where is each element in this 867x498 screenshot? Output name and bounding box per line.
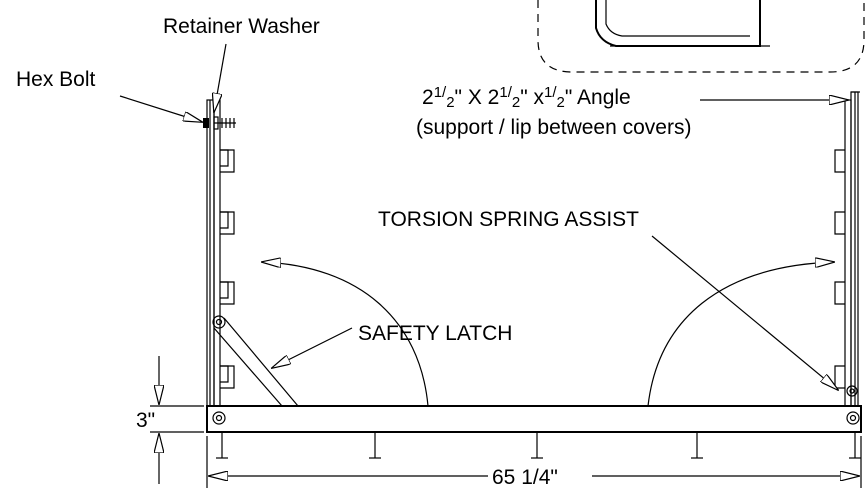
height-dimension — [150, 356, 204, 484]
angle-x-1: " X 2 — [455, 86, 500, 109]
angle-label-line2: (support / lip between covers) — [416, 116, 691, 139]
swing-arcs — [262, 262, 834, 407]
angle-detail-bubble — [537, 0, 865, 73]
angle-frac-num-3: 1 — [544, 84, 552, 101]
angle-frac-den-1: 2 — [446, 94, 454, 111]
right-post — [834, 91, 860, 407]
left-post — [206, 99, 235, 407]
width-dimension — [206, 436, 862, 488]
height-dimension-label: 3" — [136, 409, 155, 432]
safety-latch-label: SAFETY LATCH — [358, 322, 512, 345]
angle-frac-num-2: 1 — [499, 84, 507, 101]
frame-legs — [216, 432, 861, 459]
retainer-washer-label: Retainer Washer — [163, 15, 320, 38]
angle-x-2: " x — [520, 86, 544, 109]
angle-suffix: " Angle — [565, 86, 631, 109]
angle-size-1: 2 — [422, 86, 434, 109]
leader-lines — [119, 43, 848, 390]
angle-label-line1: 21/2" X 21/2" x1/2" Angle — [422, 84, 631, 111]
angle-frac-den-3: 2 — [557, 94, 565, 111]
torsion-spring-label: TORSION SPRING ASSIST — [378, 208, 639, 231]
width-dimension-label: 65 1/4" — [492, 466, 558, 489]
frac-slash-1: / — [442, 84, 447, 101]
frac-slash-2: / — [508, 84, 513, 101]
hex-bolt-label: Hex Bolt — [16, 68, 96, 91]
angle-frac-num-1: 1 — [434, 84, 442, 101]
angle-frac-den-2: 2 — [512, 94, 520, 111]
hex-bolt-assembly — [203, 116, 236, 130]
safety-latch-brace — [212, 315, 299, 407]
bottom-frame — [206, 405, 862, 459]
frac-slash-3: / — [552, 84, 557, 101]
